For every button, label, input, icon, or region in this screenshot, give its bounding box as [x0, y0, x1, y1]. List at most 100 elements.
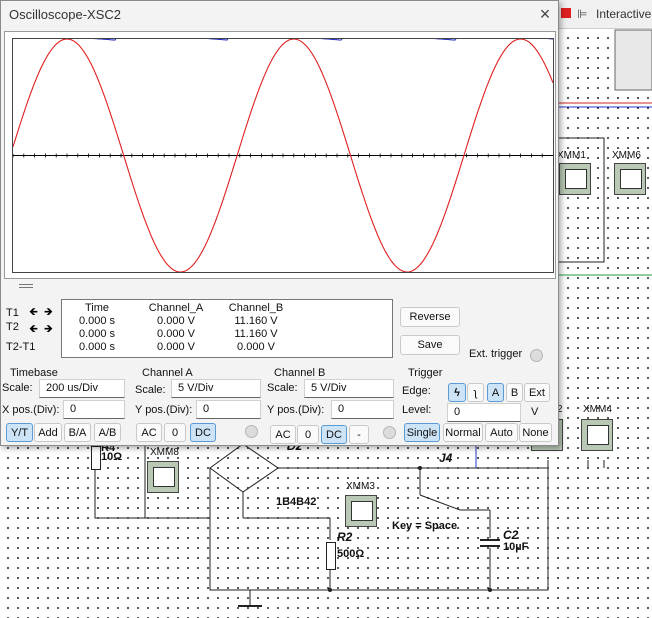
row3-time: 0.000 s: [78, 341, 116, 353]
row1-time: 0.000 s: [78, 315, 116, 327]
stop-icon[interactable]: [561, 8, 571, 18]
top-toolbar: ⊫ Interactive: [555, 0, 652, 29]
close-button[interactable]: ×: [539, 4, 551, 24]
t1-right-arrow-icon[interactable]: 🡺: [44, 306, 53, 318]
trigger-normal-button[interactable]: Normal: [443, 423, 483, 442]
row1-channel-a: 0.000 V: [157, 315, 195, 327]
trigger-none-button[interactable]: None: [519, 423, 552, 442]
channel-b-title: Channel B: [274, 367, 326, 379]
channel-a-trace: [12, 38, 554, 273]
j4-key: Key = Space: [392, 520, 458, 532]
xmm8-label: XMM8: [150, 447, 179, 458]
multimeter-xmm3[interactable]: [345, 495, 377, 527]
row3-channel-b: 0.000 V: [237, 341, 275, 353]
channel-a-scale-label: Scale:: [135, 384, 166, 396]
row2-channel-a: 0.000 V: [157, 328, 195, 340]
scope-screen-frame: [4, 31, 556, 279]
t2-left-arrow-icon[interactable]: 🡸: [29, 323, 38, 335]
mode-ba-button[interactable]: B/A: [64, 423, 91, 442]
trigger-source-a-button[interactable]: A: [487, 383, 504, 402]
scope-screen: [12, 34, 554, 273]
t2-t1-label: T2-T1: [6, 341, 36, 353]
timebase-scale-field[interactable]: 200 us/Div: [39, 379, 125, 398]
j4-name: J4: [439, 451, 453, 465]
c2-name: C2: [503, 528, 519, 542]
timebase-xpos-field[interactable]: 0: [63, 400, 125, 419]
timebase-title: Timebase: [10, 367, 58, 379]
channel-b-scale-field[interactable]: 5 V/Div: [304, 379, 394, 398]
mode-ab-button[interactable]: A/B: [94, 423, 121, 442]
trigger-level-unit: V: [531, 406, 539, 418]
channel-b-zero-button[interactable]: 0: [297, 425, 319, 444]
channel-a-ypos-field[interactable]: 0: [196, 400, 261, 419]
t1-left-arrow-icon[interactable]: 🡸: [29, 306, 38, 318]
channel-a-header: Channel_A: [148, 302, 204, 314]
trigger-edge-label: Edge:: [402, 385, 431, 397]
timebase-scale-label: Scale:: [2, 382, 33, 394]
trigger-auto-button[interactable]: Auto: [485, 423, 518, 442]
falling-edge-icon[interactable]: ʅ: [467, 383, 484, 402]
trigger-level-field[interactable]: 0: [447, 403, 521, 422]
r4-value: 10Ω: [101, 451, 123, 463]
r2-name: R2: [337, 530, 353, 544]
t2-label: T2: [6, 321, 19, 333]
cursor-readout-table: Time Channel_A Channel_B 0.000 s 0.000 V…: [61, 299, 393, 358]
channel-a-dc-button[interactable]: DC: [190, 423, 216, 442]
partial-meter-label: 2: [557, 404, 563, 415]
channel-a-connector[interactable]: [245, 425, 258, 438]
interactive-mode-label[interactable]: Interactive: [596, 7, 652, 21]
splitter-grip[interactable]: [19, 284, 33, 288]
row2-time: 0.000 s: [78, 328, 116, 340]
d2-part: 1B4B42: [276, 496, 317, 508]
channel-b-ypos-label: Y pos.(Div):: [267, 404, 325, 416]
resistor-r4[interactable]: [91, 446, 101, 470]
channel-b-connector[interactable]: [383, 426, 396, 439]
channel-a-zero-button[interactable]: 0: [164, 423, 186, 442]
ext-trigger-label: Ext. trigger: [469, 348, 523, 360]
xmm4-label: XMM4: [583, 404, 612, 415]
row2-channel-b: 11.160 V: [234, 328, 278, 340]
row3-channel-a: 0.000 V: [157, 341, 195, 353]
r2-value: 500Ω: [337, 548, 365, 560]
channel-a-ypos-label: Y pos.(Div):: [135, 404, 193, 416]
channel-a-title: Channel A: [142, 367, 193, 379]
window-title: Oscilloscope-XSC2: [9, 7, 121, 22]
mode-yt-button[interactable]: Y/T: [6, 423, 33, 442]
interactive-icon: ⊫: [577, 7, 588, 21]
trigger-level-label: Level:: [402, 404, 432, 416]
c2-value: 10µF: [503, 541, 529, 553]
save-button[interactable]: Save: [400, 335, 460, 355]
mode-add-button[interactable]: Add: [34, 423, 62, 442]
channel-a-ac-button[interactable]: AC: [136, 423, 162, 442]
trigger-title: Trigger: [408, 367, 443, 379]
time-header: Time: [84, 302, 110, 314]
timebase-xpos-label: X pos.(Div):: [2, 404, 60, 416]
multimeter-xmm8[interactable]: [147, 461, 179, 493]
t2-right-arrow-icon[interactable]: 🡺: [44, 323, 53, 335]
row1-channel-b: 11.160 V: [234, 315, 278, 327]
rising-edge-icon[interactable]: ϟ: [448, 383, 466, 402]
channel-b-header: Channel_B: [228, 302, 284, 314]
trigger-source-b-button[interactable]: B: [506, 383, 523, 402]
channel-b-trace: [12, 34, 554, 41]
oscilloscope-window: Oscilloscope-XSC2 × T1 🡸 🡺 T2 🡸 🡺 T2-T1 …: [0, 0, 559, 446]
ext-trigger-connector[interactable]: [530, 349, 543, 362]
channel-a-scale-field[interactable]: 5 V/Div: [171, 379, 261, 398]
xmm1-label: XMM1: [557, 150, 586, 161]
t1-label: T1: [6, 307, 19, 319]
reverse-button[interactable]: Reverse: [400, 307, 460, 327]
channel-b-scale-label: Scale:: [267, 382, 298, 394]
channel-b-invert-button[interactable]: -: [349, 425, 369, 444]
multimeter-xmm6[interactable]: [614, 163, 646, 195]
trigger-single-button[interactable]: Single: [404, 423, 440, 442]
resistor-r2[interactable]: [326, 542, 336, 570]
multimeter-xmm4[interactable]: [581, 419, 613, 451]
xmm3-label: XMM3: [346, 481, 375, 492]
channel-b-ypos-field[interactable]: 0: [331, 400, 394, 419]
scope-plot: [12, 34, 554, 273]
channel-b-dc-button[interactable]: DC: [321, 425, 347, 444]
channel-b-ac-button[interactable]: AC: [270, 425, 296, 444]
multimeter-xmm1[interactable]: [559, 163, 591, 195]
trigger-source-ext-button[interactable]: Ext: [524, 383, 550, 402]
